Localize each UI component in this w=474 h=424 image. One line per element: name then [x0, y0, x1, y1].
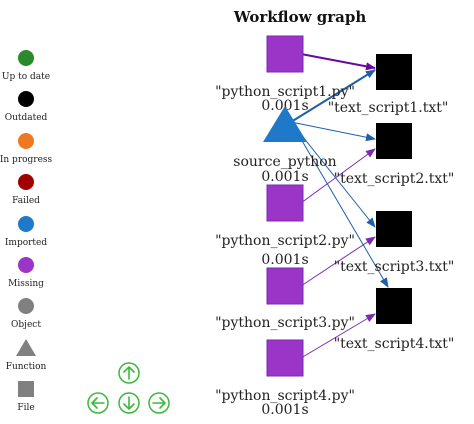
node-label: "text_script2.txt"	[334, 171, 455, 187]
navigation-controls	[87, 362, 170, 414]
legend-item-outdated: Outdated	[5, 91, 48, 123]
node-shape-source-python	[263, 106, 307, 142]
legend-up-to-date-icon	[18, 50, 34, 66]
arrow-right-icon	[152, 397, 166, 409]
node-label: source_python	[233, 154, 336, 170]
legend-item-file: File	[17, 381, 35, 413]
legend-function-icon	[16, 339, 36, 356]
node-python-script4[interactable]: "python_script4.py"0.001s	[215, 339, 355, 418]
node-label: "python_script2.py"	[215, 233, 355, 249]
legend-item-in-progress: In progress	[0, 133, 53, 165]
node-label: "text_script3.txt"	[334, 259, 455, 275]
node-label: "text_script1.txt"	[328, 100, 449, 116]
legend-file-icon	[18, 381, 34, 397]
node-shape-text-script2	[376, 123, 412, 159]
legend-item-failed: Failed	[12, 174, 40, 206]
node-duration: 0.001s	[261, 402, 308, 418]
legend-item-imported: Imported	[5, 216, 48, 248]
node-text-script2[interactable]: "text_script2.txt"	[334, 123, 455, 187]
nav-down-button[interactable]	[118, 392, 140, 414]
node-python-script1[interactable]: "python_script1.py"0.001s	[215, 35, 355, 114]
node-shape-text-script1	[376, 54, 412, 90]
legend-label: File	[17, 403, 34, 413]
legend-label: Outdated	[5, 113, 48, 123]
node-shape-python-script3	[266, 267, 304, 305]
legend-object-icon	[18, 298, 34, 314]
legend-failed-icon	[18, 174, 34, 190]
node-source-python[interactable]: source_python	[233, 106, 337, 170]
legend-label: Imported	[5, 238, 48, 248]
arrow-left-icon	[91, 397, 105, 409]
legend-imported-icon	[18, 216, 34, 232]
nav-left-button[interactable]	[87, 392, 109, 414]
edge-python_script2-to-text_script2	[300, 148, 376, 204]
node-text-script4[interactable]: "text_script4.txt"	[334, 288, 455, 352]
node-shape-python-script2	[266, 184, 304, 222]
node-label: "python_script4.py"	[215, 388, 355, 404]
legend-item-up-to-date: Up to date	[2, 50, 50, 82]
legend-label: Missing	[8, 279, 44, 289]
node-shape-python-script4	[266, 339, 304, 377]
node-text-script1[interactable]: "text_script1.txt"	[328, 54, 449, 116]
legend-item-function: Function	[6, 339, 47, 372]
edge-python_script4-to-text_script4	[300, 313, 376, 359]
node-text-script3[interactable]: "text_script3.txt"	[334, 211, 455, 275]
legend-outdated-icon	[18, 91, 34, 107]
node-duration: 0.001s	[261, 252, 308, 268]
node-duration: 0.001s	[261, 169, 308, 185]
legend-label: Object	[11, 320, 41, 330]
legend-item-object: Object	[11, 298, 41, 330]
node-python-script2[interactable]: "python_script2.py" 0.001s	[215, 169, 355, 249]
legend-label: Up to date	[2, 72, 50, 82]
node-python-script3[interactable]: "python_script3.py" 0.001s	[215, 252, 355, 331]
legend-label: Failed	[12, 196, 40, 206]
legend-item-missing: Missing	[8, 257, 44, 289]
graph-nodes: "python_script1.py"0.001s"python_script2…	[215, 35, 455, 418]
arrow-down-icon	[123, 396, 135, 410]
legend-label: Function	[6, 362, 47, 372]
edge-python_script1-to-text_script1	[300, 53, 376, 71]
edge-source_python-to-text_script2	[290, 121, 376, 142]
node-label: "text_script4.txt"	[334, 336, 455, 352]
arrow-up-icon	[123, 366, 135, 380]
node-shape-text-script3	[376, 211, 412, 247]
legend-label: In progress	[0, 155, 53, 165]
graph-title: Workflow graph	[233, 8, 367, 26]
legend-in-progress-icon	[18, 133, 34, 149]
edge-source_python-to-text_script4	[290, 121, 389, 288]
legend-missing-icon	[18, 257, 34, 273]
edge-python_script3-to-text_script3	[300, 236, 376, 287]
edge-source_python-to-text_script1	[290, 69, 376, 123]
nav-right-button[interactable]	[148, 392, 170, 414]
node-shape-python-script1	[266, 35, 304, 73]
node-label: "python_script1.py"	[215, 84, 355, 100]
node-shape-text-script4	[376, 288, 412, 324]
node-label: "python_script3.py"	[215, 315, 355, 331]
nav-up-button[interactable]	[118, 362, 140, 384]
